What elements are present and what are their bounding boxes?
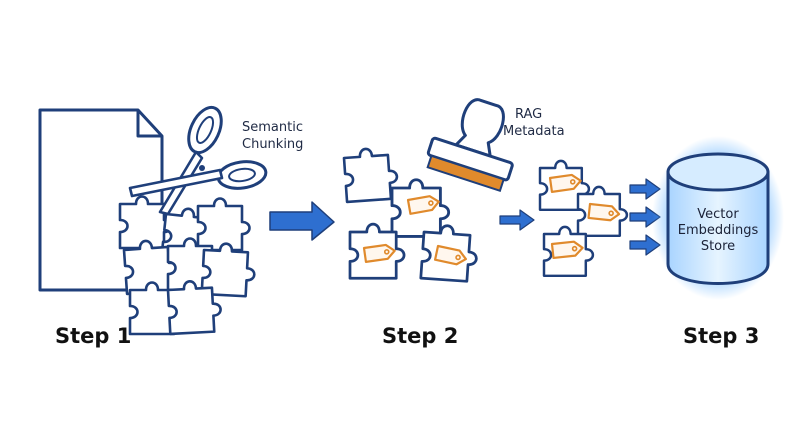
arrow-right-icon	[499, 209, 535, 231]
stamp-icon	[426, 98, 514, 193]
step-1-label: Step 1	[55, 324, 131, 348]
metadata-label-line2: Metadata	[503, 124, 565, 139]
chunking-label-line2: Chunking	[242, 137, 303, 152]
step-2-label: Step 2	[382, 324, 458, 348]
arrow-right-icon	[269, 201, 335, 241]
store-label-line3: Store	[701, 239, 735, 254]
tagged-chunks-cluster	[538, 159, 629, 278]
puzzle-grid-step1	[118, 195, 258, 336]
puzzle-piece-icon	[342, 145, 400, 204]
arrow-right-icon	[629, 234, 661, 256]
puzzle-piece-icon	[196, 197, 251, 252]
store-label-line1: Vector	[697, 207, 739, 222]
database-cylinder-icon	[652, 136, 784, 300]
metadata-label-line1: RAG	[515, 107, 542, 122]
step-3-label: Step 3	[683, 324, 759, 348]
chunking-label-line1: Semantic	[242, 120, 303, 135]
store-label-line2: Embeddings	[678, 223, 759, 238]
scissors-icon	[128, 105, 268, 216]
arrow-right-icon	[629, 178, 661, 200]
